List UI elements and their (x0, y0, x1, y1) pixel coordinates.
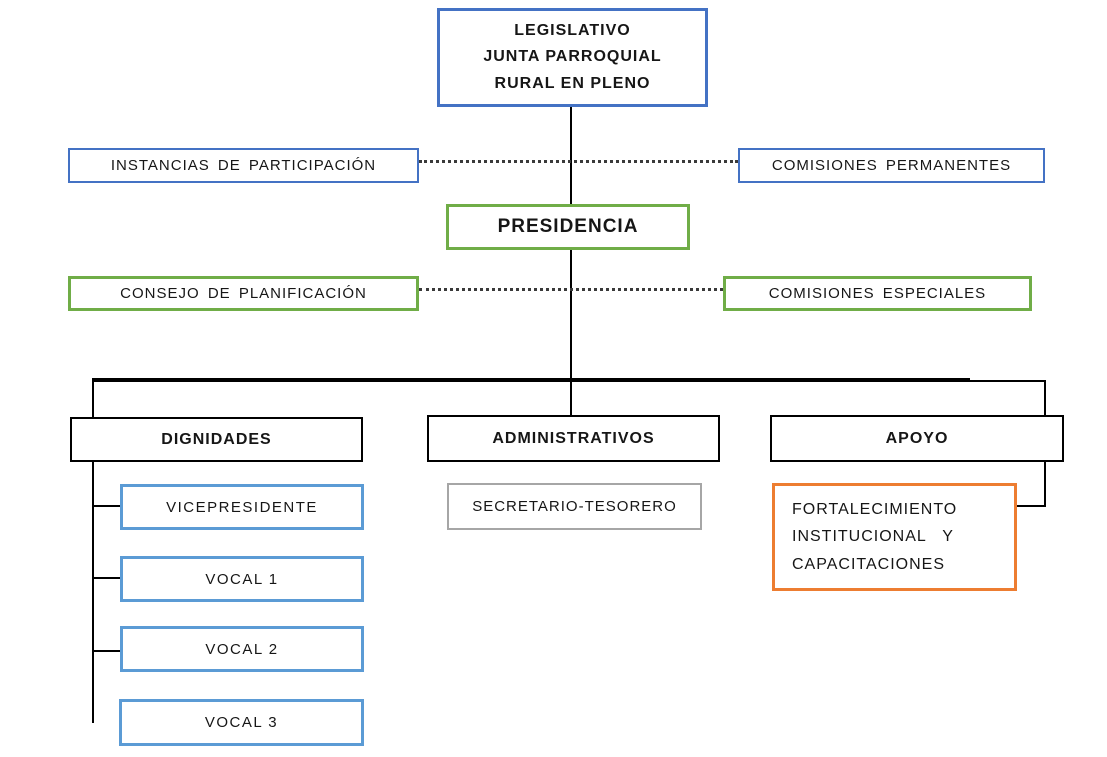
connector-stub-vocal1 (92, 577, 120, 579)
connector-legislativo-presidencia (570, 107, 572, 204)
connector-dotted-instancias-permanentes (419, 160, 738, 163)
node-vocal-3: VOCAL 3 (119, 699, 364, 746)
node-dignidades: DIGNIDADES (70, 417, 363, 462)
node-secretario-tesorero: SECRETARIO-TESORERO (447, 483, 702, 530)
node-vocal-2: VOCAL 2 (120, 626, 364, 672)
node-comisiones-especiales: COMISIONES ESPECIALES (723, 276, 1032, 311)
connector-presidencia-administrativos (570, 250, 572, 415)
node-vocal-1: VOCAL 1 (120, 556, 364, 602)
connector-distribution-bar (92, 378, 970, 382)
node-comisiones-permanentes: COMISIONES PERMANENTES (738, 148, 1045, 183)
node-presidencia: PRESIDENCIA (446, 204, 690, 250)
connector-stub-vocal2 (92, 650, 120, 652)
node-fortalecimiento-institucional: FORTALECIMIENTO INSTITUCIONAL Y CAPACITA… (772, 483, 1017, 591)
node-vicepresidente: VICEPRESIDENTE (120, 484, 364, 530)
connector-stub-fortalecimiento (1016, 505, 1046, 507)
node-legislativo-junta-parroquial: LEGISLATIVO JUNTA PARROQUIAL RURAL EN PL… (437, 8, 708, 107)
node-administrativos: ADMINISTRATIVOS (427, 415, 720, 462)
node-consejo-de-planificacion: CONSEJO DE PLANIFICACIÓN (68, 276, 419, 311)
connector-stub-vicepresidente (92, 505, 120, 507)
node-instancias-de-participacion: INSTANCIAS DE PARTICIPACIÓN (68, 148, 419, 183)
connector-bar-extension-right (970, 380, 1046, 382)
connector-dignidades-branch (92, 380, 94, 723)
connector-dotted-consejo-especiales (419, 288, 723, 291)
node-apoyo: APOYO (770, 415, 1064, 462)
